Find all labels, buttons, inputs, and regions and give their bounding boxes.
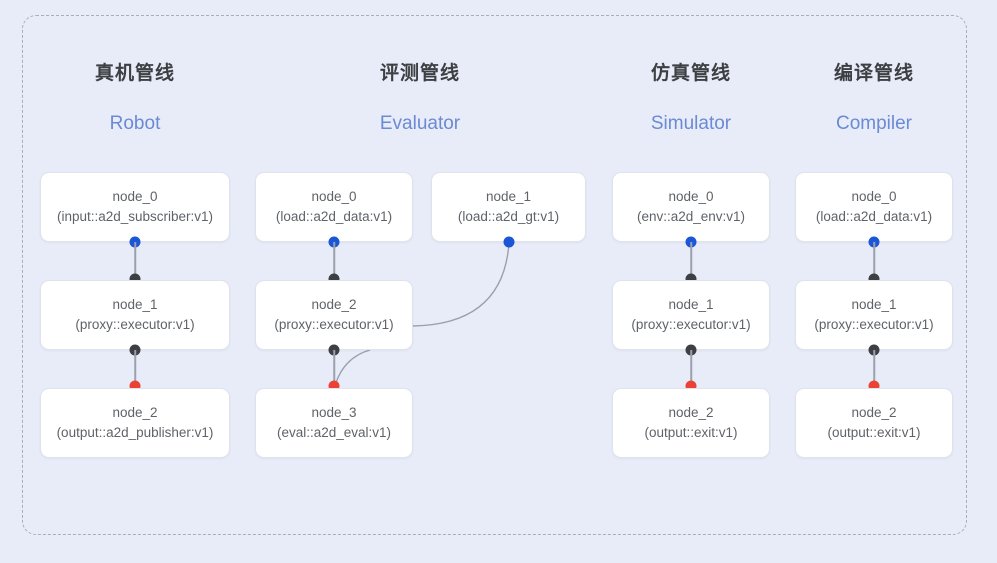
node-name: node_0 [311,189,357,204]
node-simulator-2[interactable]: node_2 (output::exit:v1) [612,388,770,458]
node-evaluator-3[interactable]: node_3 (eval::a2d_eval:v1) [255,388,413,458]
port-input-simulator-1[interactable] [685,273,697,285]
port-terminal-compiler-2[interactable] [868,380,880,392]
node-name: node_2 [112,405,158,420]
node-name: node_1 [668,297,714,312]
edge-evaluator-0-to-2 [333,242,335,279]
node-spec: (load::a2d_data:v1) [815,209,933,224]
node-evaluator-1-gt[interactable]: node_1 (load::a2d_gt:v1) [431,172,586,242]
node-robot-0[interactable]: node_0 (input::a2d_subscriber:v1) [40,172,230,242]
port-input-evaluator-2[interactable] [328,273,340,285]
node-evaluator-0[interactable]: node_0 (load::a2d_data:v1) [255,172,413,242]
node-spec: (output::exit:v1) [644,425,738,440]
edge-compiler-1-to-2 [873,350,875,386]
port-terminal-simulator-2[interactable] [685,380,697,392]
node-name: node_2 [311,297,357,312]
node-spec: (output::exit:v1) [827,425,921,440]
node-name: node_0 [668,189,714,204]
port-terminal-evaluator-3[interactable] [328,380,340,392]
node-compiler-1[interactable]: node_1 (proxy::executor:v1) [795,280,953,350]
node-name: node_2 [851,405,897,420]
node-spec: (eval::a2d_eval:v1) [276,425,392,440]
port-input-compiler-1[interactable] [868,273,880,285]
node-simulator-0[interactable]: node_0 (env::a2d_env:v1) [612,172,770,242]
node-spec: (output::a2d_publisher:v1) [56,425,214,440]
node-spec: (proxy::executor:v1) [814,317,934,332]
node-spec: (env::a2d_env:v1) [636,209,746,224]
edge-compiler-0-to-1 [873,242,875,279]
node-name: node_0 [851,189,897,204]
node-name: node_0 [112,189,158,204]
port-terminal-robot-2[interactable] [129,380,141,392]
port-output-evaluator-1-gt[interactable] [503,236,515,248]
node-compiler-0[interactable]: node_0 (load::a2d_data:v1) [795,172,953,242]
node-evaluator-2[interactable]: node_2 (proxy::executor:v1) [255,280,413,350]
node-compiler-2[interactable]: node_2 (output::exit:v1) [795,388,953,458]
edge-robot-1-to-2 [134,350,136,386]
node-name: node_1 [112,297,158,312]
edge-evaluator-2-to-3 [333,350,335,386]
node-spec: (input::a2d_subscriber:v1) [56,209,214,224]
node-spec: (proxy::executor:v1) [75,317,195,332]
node-name: node_3 [311,405,357,420]
node-robot-2[interactable]: node_2 (output::a2d_publisher:v1) [40,388,230,458]
node-spec: (load::a2d_data:v1) [275,209,393,224]
node-simulator-1[interactable]: node_1 (proxy::executor:v1) [612,280,770,350]
edge-robot-0-to-1 [134,242,136,279]
edge-simulator-1-to-2 [690,350,692,386]
edge-simulator-0-to-1 [690,242,692,279]
port-input-robot-1[interactable] [129,273,141,285]
node-spec: (proxy::executor:v1) [274,317,394,332]
node-name: node_1 [485,189,532,204]
node-spec: (load::a2d_gt:v1) [457,209,560,224]
node-name: node_2 [668,405,714,420]
node-spec: (proxy::executor:v1) [631,317,751,332]
pipeline-group-frame [22,15,967,535]
node-robot-1[interactable]: node_1 (proxy::executor:v1) [40,280,230,350]
node-name: node_1 [851,297,897,312]
